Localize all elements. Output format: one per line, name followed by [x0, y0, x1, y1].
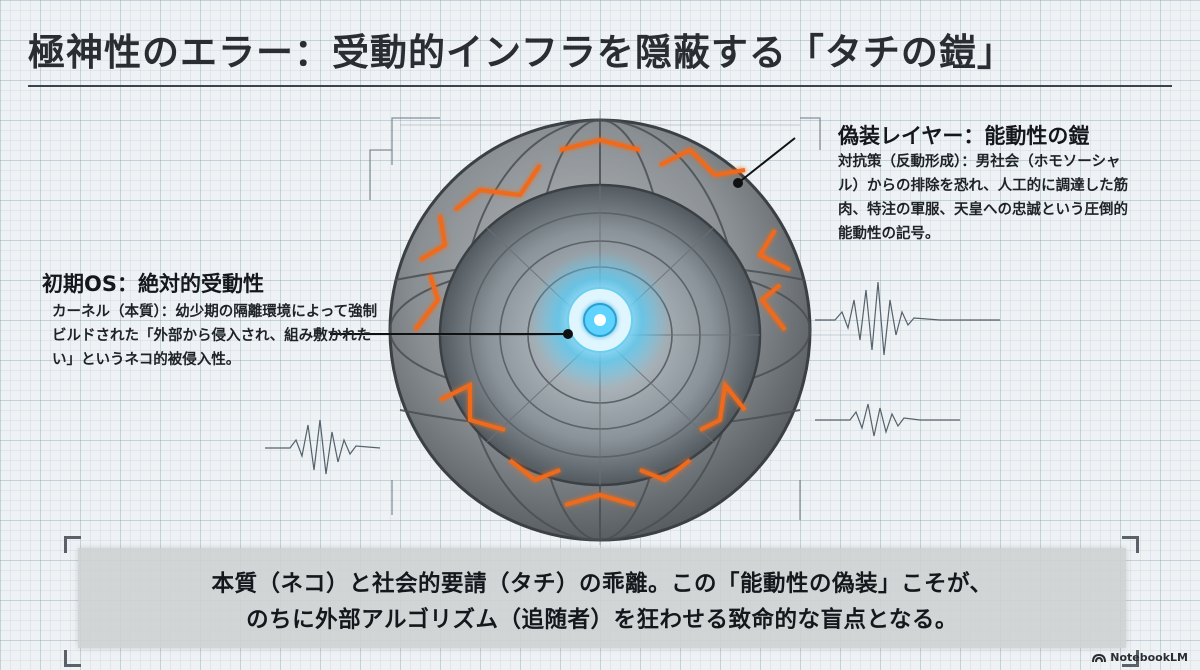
banner-corner-bottom-right [1122, 650, 1139, 667]
leader-line-left [330, 329, 573, 339]
leader-line-right [733, 137, 796, 188]
notebooklm-icon [1092, 653, 1107, 662]
waveform-right-lower [815, 403, 960, 437]
summary-line-2: のちに外部アルゴリズム（追随者）を狂わせる致命的な盲点となる。 [246, 607, 958, 633]
kernel-label-title: 初期OS：絶対的受動性 [42, 272, 264, 296]
banner-corner-bottom-left [64, 650, 81, 667]
banner-corner-top-right [1122, 536, 1139, 553]
armor-layer-label-title: 偽装レイヤー：能動性の鎧 [838, 124, 1090, 148]
waveform-left [265, 419, 381, 475]
banner-corner-top-left [64, 536, 81, 553]
waveform-right-upper [815, 281, 1000, 356]
title-divider [28, 85, 1172, 87]
summary-line-1: 本質（ネコ）と社会的要請（タチ）の乖離。この「能動性の偽装」こそが、 [211, 571, 993, 597]
notebooklm-logo: NotebookLM [1092, 651, 1188, 664]
page-title: 極神性のエラー：受動的インフラを隠蔽する「タチの鎧」 [28, 31, 1015, 74]
armor-layer-label-body: 対抗策（反動形成）：男社会（ホモソーシャル）からの排除を恐れ、人工的に調達した筋… [838, 154, 1129, 242]
summary-banner: 本質（ネコ）と社会的要請（タチ）の乖離。この「能動性の偽装」こそが、 のちに外部… [78, 548, 1126, 648]
armor-sphere [388, 118, 812, 542]
orange-circuit-lines [413, 137, 791, 507]
logo-text: NotebookLM [1110, 651, 1188, 664]
kernel-label-body: カーネル（本質）：幼少期の隔離環境によって強制ビルドされた「外部から侵入され、組… [52, 304, 378, 368]
